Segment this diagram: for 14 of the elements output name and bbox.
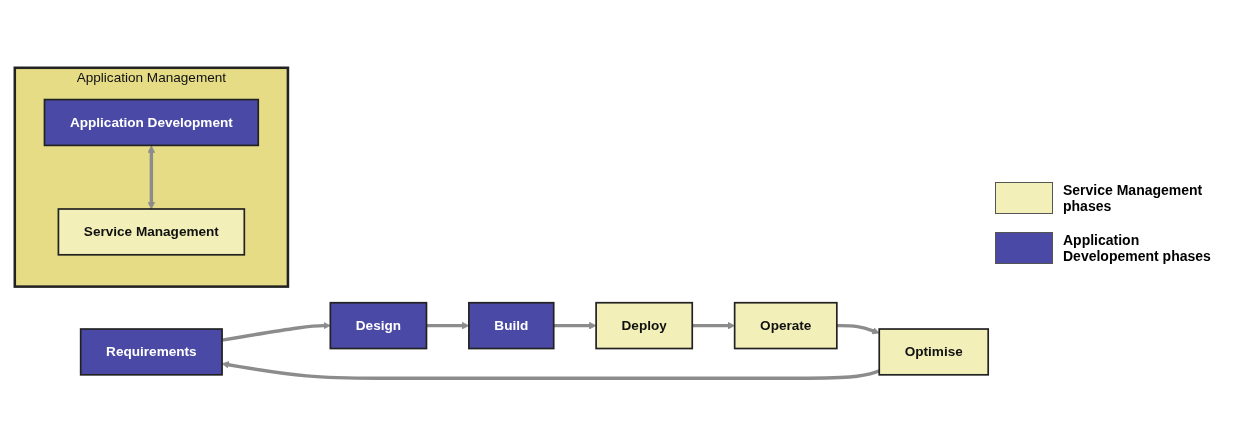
node-box: Build [468,301,555,350]
node-box: Deploy [595,301,694,350]
node-box: Service Management [57,208,246,256]
arrow [836,323,880,335]
node-box: Design [329,301,428,350]
arrow [553,321,597,330]
arrow [692,321,735,330]
node-box: Optimise [878,328,990,376]
node-box: Application Development [43,98,260,147]
arrow [147,145,156,210]
node-box: Requirements [79,328,223,376]
node-box: Operate [733,301,838,350]
legend-text: Application Developement phases [1063,232,1212,264]
legend-text: Service Management phases [1063,182,1204,214]
